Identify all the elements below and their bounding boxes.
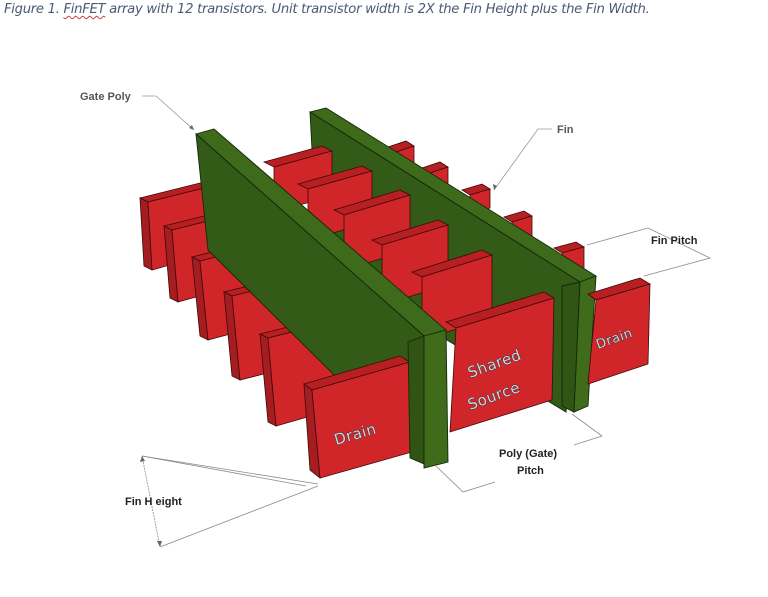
fin-label: Fin — [557, 124, 574, 136]
gate-poly-leader — [142, 95, 195, 131]
fin-drain-front — [303, 355, 413, 479]
shared-source-fin — [449, 297, 555, 433]
poly-pitch-label-line1: Poly (Gate) — [499, 448, 557, 460]
caption-rest: array with 12 transistors. Unit transist… — [105, 2, 650, 17]
gate-poly-label: Gate Poly — [80, 91, 132, 103]
caption-term-spellcheck: FinFET — [63, 2, 106, 17]
fin-leader — [493, 128, 552, 191]
gate-front-end — [407, 329, 449, 469]
figure-caption: Figure 1. FinFET array with 12 transisto… — [4, 2, 650, 17]
fin-height-label: Fin H eight — [125, 496, 182, 508]
fin-height-dim-vertical — [141, 455, 161, 548]
poly-pitch-label-line2: Pitch — [517, 465, 544, 477]
fin-drain-right — [587, 277, 651, 385]
caption-prefix: Figure 1. — [4, 2, 64, 17]
fin-height-dim-bottom — [159, 485, 319, 548]
fins-middle — [262, 145, 555, 433]
fin-height-dim-top — [141, 455, 307, 487]
fin-pitch-label: Fin Pitch — [651, 235, 698, 247]
fin-pitch-dim — [586, 227, 712, 277]
gate-rear-end — [561, 275, 597, 413]
poly-pitch-dim — [435, 465, 496, 493]
